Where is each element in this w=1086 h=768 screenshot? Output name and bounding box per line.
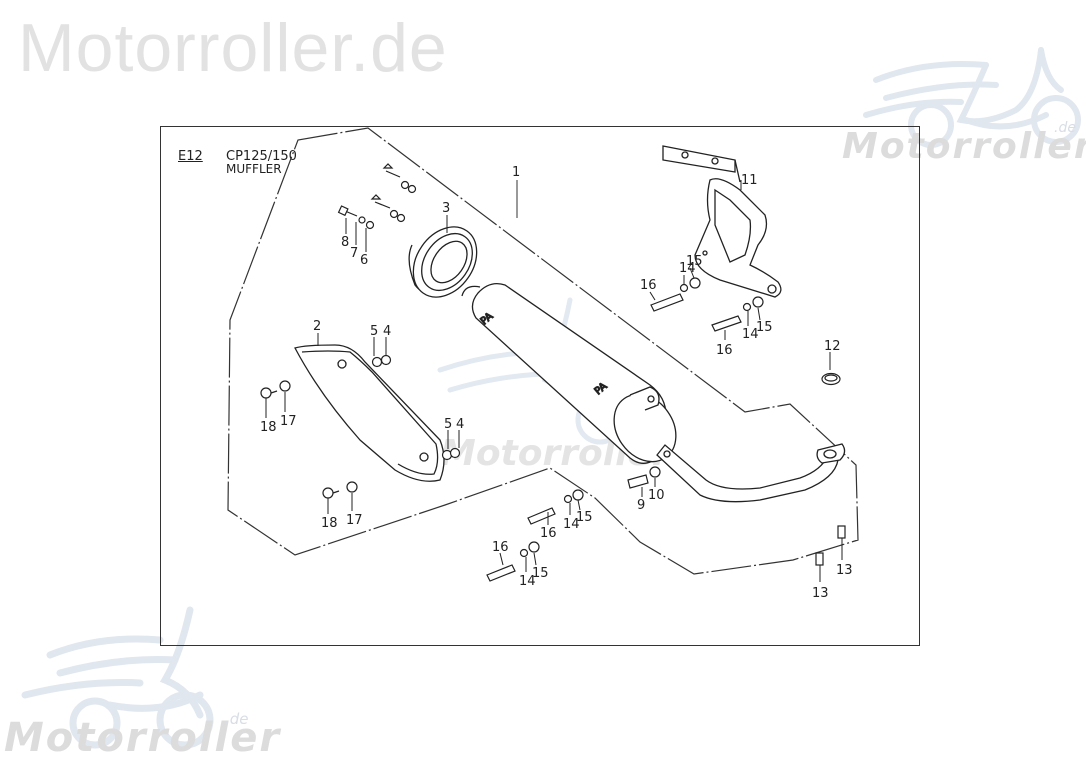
watermark-logo-text: Motorroller (842, 126, 1086, 167)
callout-18: 18 (321, 516, 338, 531)
heat-shield (294, 333, 445, 482)
assembly-boundary (227, 127, 859, 575)
callout-16: 16 (716, 343, 733, 358)
callout-15: 15 (576, 510, 593, 525)
watermark-logo-suffix: .de (1054, 120, 1076, 136)
model-name: CP125/150 (226, 149, 297, 164)
callout-15: 15 (532, 566, 549, 581)
callout-11: 11 (741, 173, 758, 188)
watermark-logo-text: Motorroller (4, 715, 282, 761)
callout-12: 12 (824, 339, 841, 354)
callout-13: 13 (812, 586, 829, 601)
fasteners (260, 163, 846, 582)
scooter-logo-icon (863, 47, 1081, 148)
callout-2: 2 (313, 319, 321, 334)
callout-13: 13 (836, 563, 853, 578)
callout-16: 16 (540, 526, 557, 541)
callout-4: 4 (383, 324, 391, 339)
callout-14: 14 (679, 261, 696, 276)
callout-14: 14 (563, 517, 580, 532)
scooter-logo-icon (21, 606, 214, 749)
callout-16: 16 (640, 278, 657, 293)
callout-15: 15 (756, 320, 773, 335)
watermark-title: Motorroller.de (18, 10, 448, 86)
muffler-body: PA PA (461, 282, 677, 464)
watermark-logo-top-right: Motorroller .de (836, 40, 1086, 180)
callout-17: 17 (280, 414, 297, 429)
callout-labels: 1 2 3 4 5 4 5 6 7 8 9 10 11 12 13 13 14 … (260, 165, 853, 601)
muffler-end-cap (408, 215, 478, 298)
callout-16: 16 (492, 540, 509, 555)
callout-18: 18 (260, 420, 277, 435)
watermark-logo-suffix: .de (225, 710, 249, 728)
callout-7: 7 (350, 246, 358, 261)
assembly-name: MUFFLER (226, 162, 282, 176)
callout-9: 9 (637, 498, 645, 513)
callout-5: 5 (370, 324, 378, 339)
diagram-frame (160, 126, 920, 646)
callout-3: 3 (442, 201, 450, 216)
callout-14: 14 (519, 574, 536, 589)
callout-5: 5 (444, 417, 452, 432)
callout-10: 10 (648, 488, 665, 503)
callout-15: 15 (686, 254, 703, 269)
muffler-bracket (662, 145, 782, 298)
callout-1: 1 (512, 165, 520, 180)
callout-4: 4 (456, 417, 464, 432)
callout-8: 8 (341, 235, 349, 250)
callout-6: 6 (360, 253, 368, 268)
callout-14: 14 (742, 327, 759, 342)
callout-17: 17 (346, 513, 363, 528)
exhaust-pipe (656, 443, 846, 503)
watermark-logo-bottom-left: Motorroller .de (0, 595, 279, 768)
section-code: E12 (178, 149, 203, 164)
